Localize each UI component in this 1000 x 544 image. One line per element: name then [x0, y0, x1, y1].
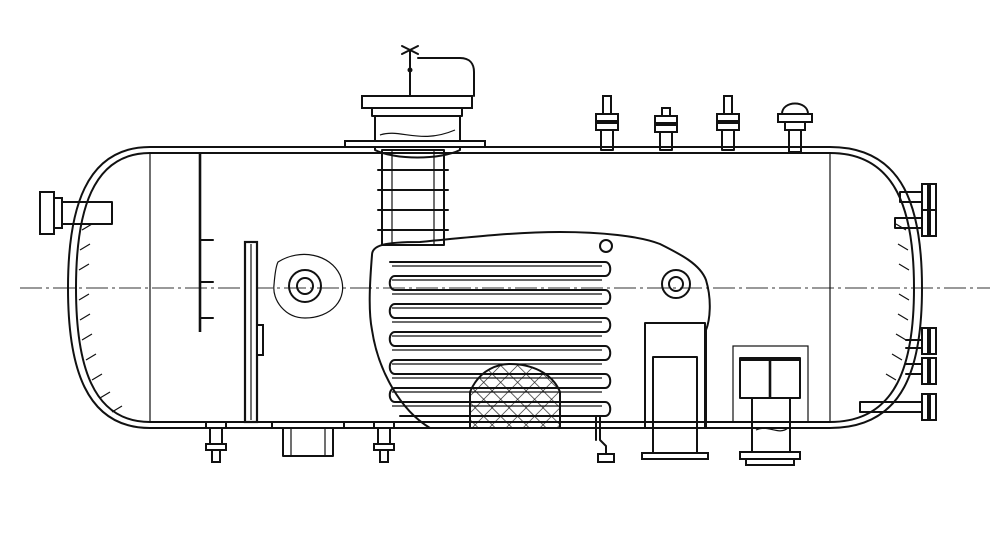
- top-valve-nozzle: [777, 102, 813, 153]
- right-nozzle-upper: [894, 183, 937, 237]
- top-nozzle-1: [595, 95, 619, 151]
- bottom-drain-pipe: [271, 421, 345, 457]
- top-manhole: [344, 45, 486, 246]
- outlet-chamber-1: [641, 322, 709, 460]
- coil-outlet-pipe: [595, 415, 615, 463]
- inspection-opening-left: [273, 253, 344, 319]
- vessel-shell: [67, 146, 923, 429]
- coil-bundle: [368, 231, 711, 429]
- outlet-chamber-2: [732, 345, 809, 466]
- tube-support-hatch: [469, 362, 561, 429]
- left-baffle: [198, 153, 214, 332]
- right-nozzle-lower: [859, 327, 937, 421]
- inspection-opening-right: [661, 269, 691, 299]
- bottom-nozzle-1: [205, 421, 227, 463]
- separator-plate: [243, 240, 264, 424]
- top-nozzle-2: [654, 107, 678, 151]
- left-inlet-nozzle: [39, 191, 113, 235]
- top-nozzle-3: [716, 95, 740, 151]
- bottom-nozzle-2: [373, 421, 395, 463]
